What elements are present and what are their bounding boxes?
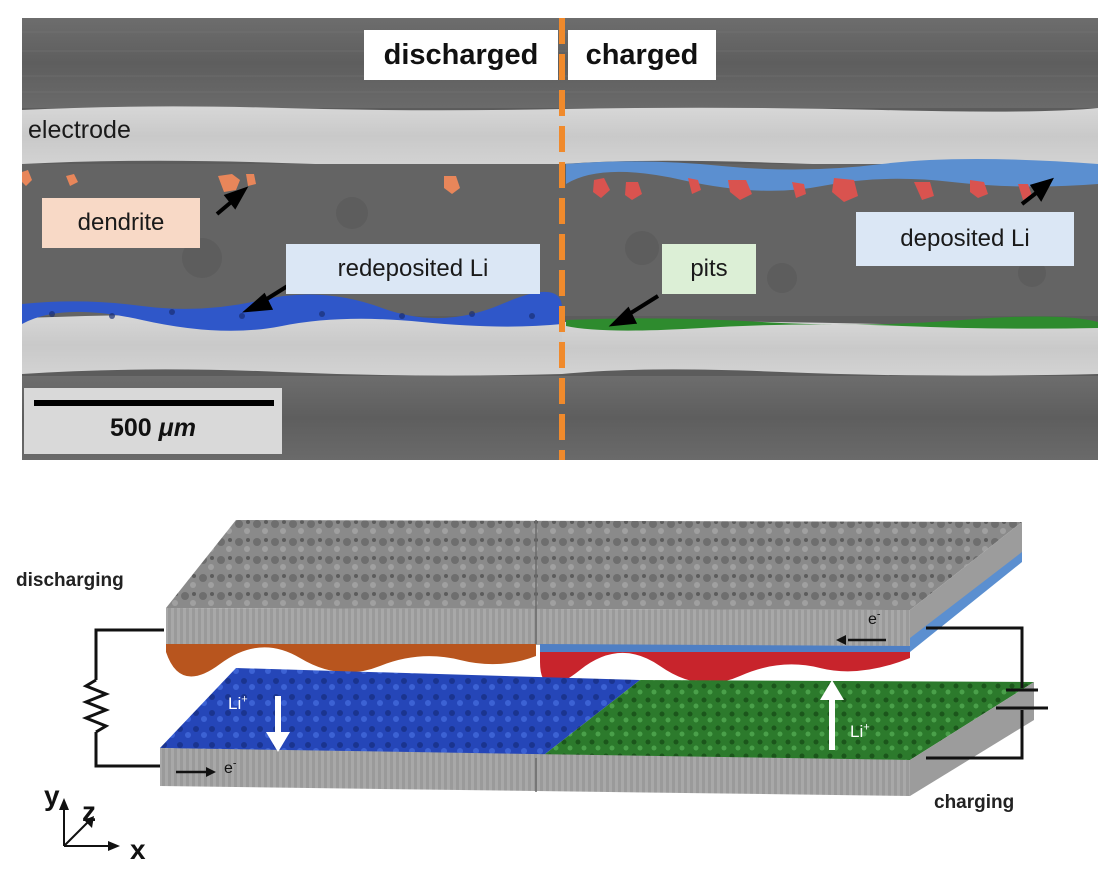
axis-label-z: z (82, 796, 96, 827)
micrograph-image (22, 18, 1098, 460)
label-electrode: electrode (28, 116, 131, 144)
li-ion-label-right: Li+ (850, 721, 870, 741)
axis-label-x: x (130, 834, 146, 865)
bottom-electrode-front-face (160, 748, 910, 796)
scale-bar-label: 500 μm (110, 414, 196, 442)
battery-schematic (59, 520, 1048, 851)
label-pits: pits (662, 244, 756, 294)
label-discharging: discharging (16, 570, 124, 591)
bottom-plate-green-face (540, 680, 1034, 760)
top-electrode-side-face (910, 522, 1022, 646)
label-charging: charging (934, 792, 1015, 813)
label-deposited-li: deposited Li (856, 212, 1074, 266)
top-electrode-front-face (166, 608, 910, 646)
axis-label-y: y (44, 780, 60, 811)
header-discharged: discharged (364, 30, 558, 80)
sem-micrograph: discharged charged electrode dendrite re… (22, 18, 1098, 460)
electron-label-top: e- (868, 608, 881, 628)
label-dendrite: dendrite (42, 198, 200, 248)
header-charged: charged (568, 30, 716, 80)
bottom-electrode-side-face (910, 682, 1034, 796)
top-electrode-top-face (166, 520, 1022, 610)
li-ion-label-left: Li+ (228, 693, 248, 713)
electron-label-bottom: e- (224, 757, 237, 777)
label-redeposited-li: redeposited Li (286, 244, 540, 294)
